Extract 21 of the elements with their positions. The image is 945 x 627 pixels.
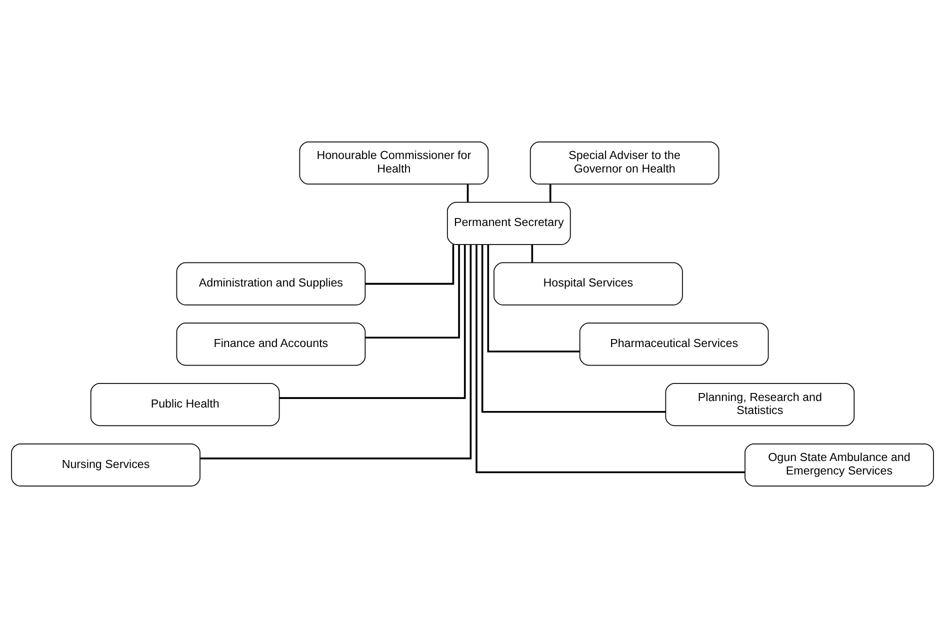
connector [365,244,460,338]
connector [200,244,472,459]
node-box: Nursing Services [11,442,200,486]
node-box: Pharmaceutical Services [579,322,769,366]
node-box: Ogun State Ambulance and Emergency Services [744,442,934,486]
node-box: Hospital Services [494,262,683,305]
connector [279,244,466,398]
connector [365,244,454,284]
connector [466,184,469,202]
node-box: Permanent Secretary [446,201,571,244]
node-box: Public Health [90,382,280,426]
connector [481,244,666,412]
connector [476,244,745,473]
node-box: Planning, Research and Statistics [665,382,855,426]
node-box: Administration and Supplies [176,262,366,305]
connector [531,244,534,262]
connector [487,244,580,352]
node-box: Finance and Accounts [176,322,366,366]
node-box: Special Adviser to the Governor on Health [530,140,720,184]
connector [549,184,552,202]
node-box: Honourable Commissioner for Health [299,140,489,184]
